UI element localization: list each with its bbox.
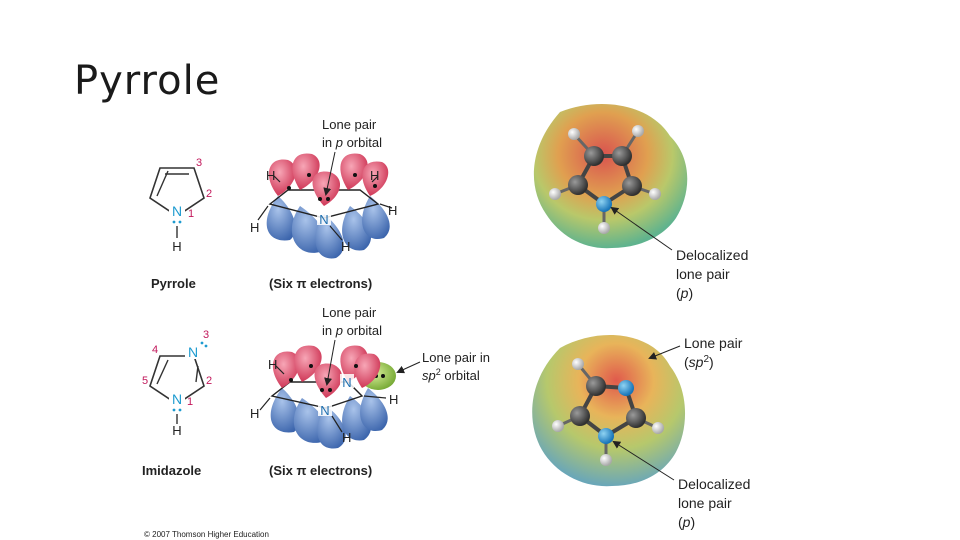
imidazole-orbital-caption: (Six π electrons) (269, 463, 372, 478)
pyrrole-electrostatic-map: Delocalized lone pair (p) (533, 104, 748, 301)
imidazole-lone-pair-callout: in p orbital (322, 323, 382, 338)
imidazole-number-5: 5 (142, 375, 148, 387)
imidazole-delocalized-map-callout: (p) (678, 514, 695, 530)
imidazole-orbital-diagram: H H H H N N Lone pair in p orbital Lone … (250, 305, 490, 449)
imidazole-caption: Imidazole (142, 463, 201, 478)
orbital-h-label: H (268, 357, 277, 372)
p-orbital-upper-lobe (272, 351, 300, 388)
orbital-h-label: H (342, 430, 351, 445)
imidazole-delocalized-map-callout: Delocalized (678, 476, 750, 492)
orbital-h-label: H (370, 168, 379, 183)
imidazole-number-1: 1 (187, 396, 193, 408)
pyrrole-number-2: 2 (206, 188, 212, 200)
orbital-n3-label: N (342, 375, 351, 390)
p-orbital-lower-lobe (342, 206, 372, 251)
pyrrole-orbital-diagram: H H H H H N Lone pair in p orbital (250, 117, 397, 259)
imidazole-sp2-map-callout: Lone pair (684, 335, 743, 351)
p-orbital-upper-lobe (312, 171, 341, 206)
pyrrole-structure: N H 1 2 3 (149, 157, 212, 254)
imidazole-n3-label: N (188, 344, 198, 360)
imidazole-number-2: 2 (206, 375, 212, 387)
pyrrole-orbital-caption: (Six π electrons) (269, 276, 372, 291)
imidazole-n1-label: N (172, 391, 182, 407)
orbital-h-label: H (389, 392, 398, 407)
sp2-lone-pair-callout: sp2 orbital (422, 367, 480, 383)
p-orbital-upper-lobe (340, 153, 368, 190)
p-orbital-lower-lobe (266, 196, 296, 241)
imidazole-delocalized-map-callout: lone pair (678, 495, 732, 511)
p-orbital-upper-lobe (292, 153, 320, 190)
p-orbital-upper-lobe (340, 345, 368, 382)
imidazole-h-label: H (172, 423, 181, 438)
orbital-n-label: N (319, 212, 328, 227)
pyrrole-h-label: H (172, 239, 181, 254)
imidazole-lone-pair-callout: Lone pair (322, 305, 377, 320)
p-orbital-lower-lobe (315, 214, 344, 259)
p-orbital-upper-lobe (354, 353, 381, 388)
orbital-h-label: H (388, 203, 397, 218)
p-orbital-lower-lobe (317, 406, 346, 449)
pyrrole-number-3: 3 (196, 157, 202, 169)
p-orbital-upper-lobe (314, 363, 343, 398)
orbital-h-label: H (266, 168, 275, 183)
imidazole-number-3: 3 (203, 329, 209, 341)
imidazole-number-4: 4 (152, 344, 158, 356)
p-orbital-lower-lobe (360, 388, 388, 431)
pyrrole-number-1: 1 (188, 208, 194, 220)
orbital-h-label: H (250, 220, 259, 235)
p-orbital-lower-lobe (270, 388, 300, 433)
p-orbital-lower-lobe (342, 396, 372, 441)
pyrrole-map-callout: Delocalized (676, 247, 748, 263)
imidazole-structure: N N H 1 2 3 4 5 (142, 329, 212, 438)
orbital-h-label: H (341, 239, 350, 254)
pyrrole-map-callout: (p) (676, 285, 693, 301)
sp2-lone-pair-callout: Lone pair in (422, 350, 490, 365)
slide-title: Pyrrole (74, 58, 221, 104)
pyrrole-caption: Pyrrole (151, 276, 196, 291)
orbital-n1-label: N (320, 403, 329, 418)
pyrrole-n-label: N (172, 203, 182, 219)
orbital-h-label: H (250, 406, 259, 421)
imidazole-electrostatic-map: Lone pair (sp2) Delocalized lone pair (p… (532, 335, 750, 530)
imidazole-sp2-map-callout: (sp2) (684, 354, 714, 370)
pyrrole-lone-pair-callout: Lone pair (322, 117, 377, 132)
pyrrole-map-callout: lone pair (676, 266, 730, 282)
p-orbital-upper-lobe (294, 345, 322, 382)
pyrrole-lone-pair-callout: in p orbital (322, 135, 382, 150)
copyright-notice: © 2007 Thomson Higher Education (144, 530, 269, 539)
